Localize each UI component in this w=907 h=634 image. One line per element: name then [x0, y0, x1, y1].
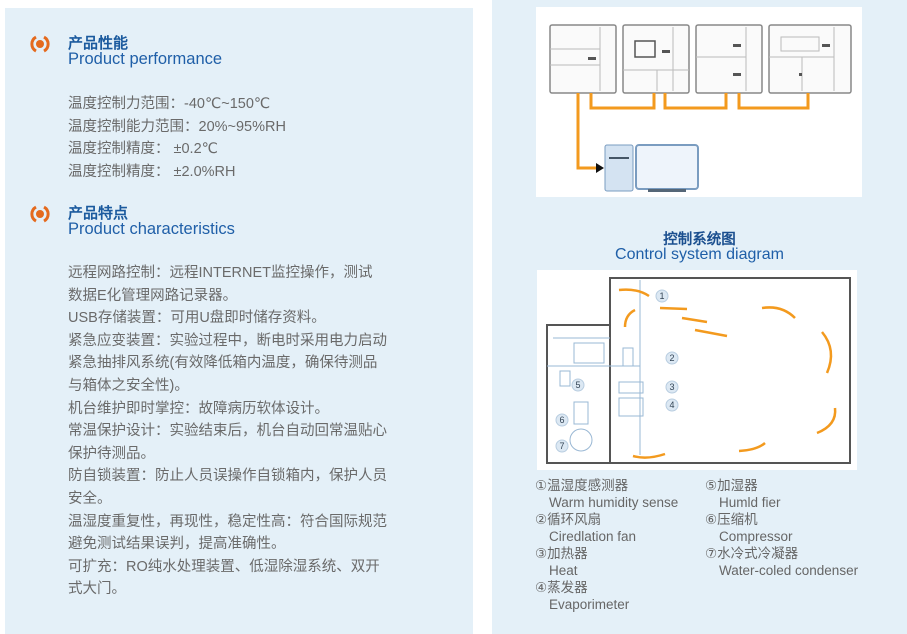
- feature-line: 安全。: [68, 490, 112, 507]
- feature-line: 保护待测品。: [68, 445, 155, 462]
- characteristics-title-en: Product characteristics: [68, 220, 235, 238]
- marker-7: 7: [559, 441, 564, 451]
- feature-line: 防自锁装置：防止人员误操作自锁箱内，保护人员: [68, 468, 387, 485]
- characteristics-title-zh: 产品特点: [68, 205, 129, 222]
- feature-line: 避免测试结果误判，提高准确性。: [68, 536, 286, 553]
- feature-line: 紧急抽排风系统(有效降低箱内温度，确保待测品: [68, 355, 378, 372]
- control-diagram-title-en: Control system diagram: [615, 246, 784, 263]
- feature-line: 远程网路控制：远程INTERNET监控操作，测试: [68, 265, 373, 281]
- spec-line: 温度控制精度： ±0.2℃: [68, 141, 218, 158]
- spec-line: 温度控制力范围：-40℃~150℃: [68, 96, 271, 112]
- legend-item-zh: ⑦水冷式冷凝器: [705, 546, 799, 561]
- legend-item-en: Heat: [549, 563, 578, 578]
- legend-item-zh: ④蒸发器: [535, 580, 588, 595]
- characteristics-list: 远程网路控制：远程INTERNET监控操作，测试 数据E化管理网路记录器。 US…: [68, 262, 387, 601]
- spec-line: 温度控制能力范围：20%~95%RH: [68, 118, 286, 135]
- feature-line: USB存储装置：可用U盘即时储存资料。: [68, 310, 326, 327]
- marker-2: 2: [669, 353, 674, 363]
- chambers-network-illustration: [549, 24, 852, 192]
- legend-right: ⑤加湿器 Humld fier ⑥压缩机 Compressor ⑦水冷式冷凝器 …: [705, 477, 858, 579]
- spec-line: 温度控制精度： ±2.0%RH: [68, 163, 236, 180]
- performance-list: 温度控制力范围：-40℃~150℃ 温度控制能力范围：20%~95%RH 温度控…: [68, 93, 286, 183]
- feature-line: 式大门。: [68, 581, 126, 598]
- control-diagram-title-zh: 控制系统图: [663, 232, 736, 248]
- feature-line: 与箱体之安全性)。: [68, 377, 189, 394]
- feature-line: 温湿度重复性，再现性，稳定性高：符合国际规范: [68, 513, 387, 530]
- control-system-illustration: 1 2 3 4 5 6 7: [546, 277, 851, 464]
- legend-item-zh: ②循环风扇: [535, 512, 602, 527]
- legend-left: ①温湿度感测器 Warm humidity sense ②循环风扇 Ciredl…: [535, 477, 678, 613]
- legend-item-en: Warm humidity sense: [549, 495, 679, 510]
- legend-item-en: Ciredlation fan: [549, 529, 637, 544]
- feature-line: 紧急应变装置：实验过程中，断电时采用电力启动: [68, 332, 387, 349]
- marker-5: 5: [575, 380, 580, 390]
- marker-4: 4: [669, 400, 674, 410]
- right-panel: 控制系统图 Control system diagram: [492, 0, 907, 634]
- performance-title-en: Product performance: [68, 50, 223, 68]
- network-diagram: [536, 7, 862, 197]
- feature-line: 可扩充：RO纯水处理装置、低湿除湿系统、双开: [68, 558, 380, 575]
- legend-item-zh: ⑥压缩机: [705, 512, 758, 527]
- feature-line: 机台维护即时掌控：故障病历软体设计。: [68, 400, 329, 417]
- performance-title-zh: 产品性能: [68, 35, 129, 52]
- marker-1: 1: [659, 291, 664, 301]
- legend-item-en: Humld fier: [719, 495, 781, 510]
- legend-item-en: Compressor: [719, 529, 793, 544]
- marker-6: 6: [559, 415, 564, 425]
- legend-item-zh: ①温湿度感测器: [535, 478, 629, 493]
- control-system-diagram: 1 2 3 4 5 6 7: [537, 270, 857, 470]
- feature-line: 常温保护设计：实验结束后，机台自动回常温贴心: [68, 423, 387, 440]
- gear-icon: [30, 205, 50, 223]
- legend-item-en: Water-coled condenser: [719, 563, 859, 578]
- legend-item-en: Evaporimeter: [549, 597, 630, 612]
- feature-line: 数据E化管理网路记录器。: [68, 287, 238, 304]
- legend-item-zh: ⑤加湿器: [705, 478, 758, 493]
- gear-icon: [30, 35, 50, 53]
- left-panel: 产品性能 Product performance 温度控制力范围：-40℃~15…: [5, 8, 473, 634]
- legend-item-zh: ③加热器: [535, 546, 588, 561]
- marker-3: 3: [669, 382, 674, 392]
